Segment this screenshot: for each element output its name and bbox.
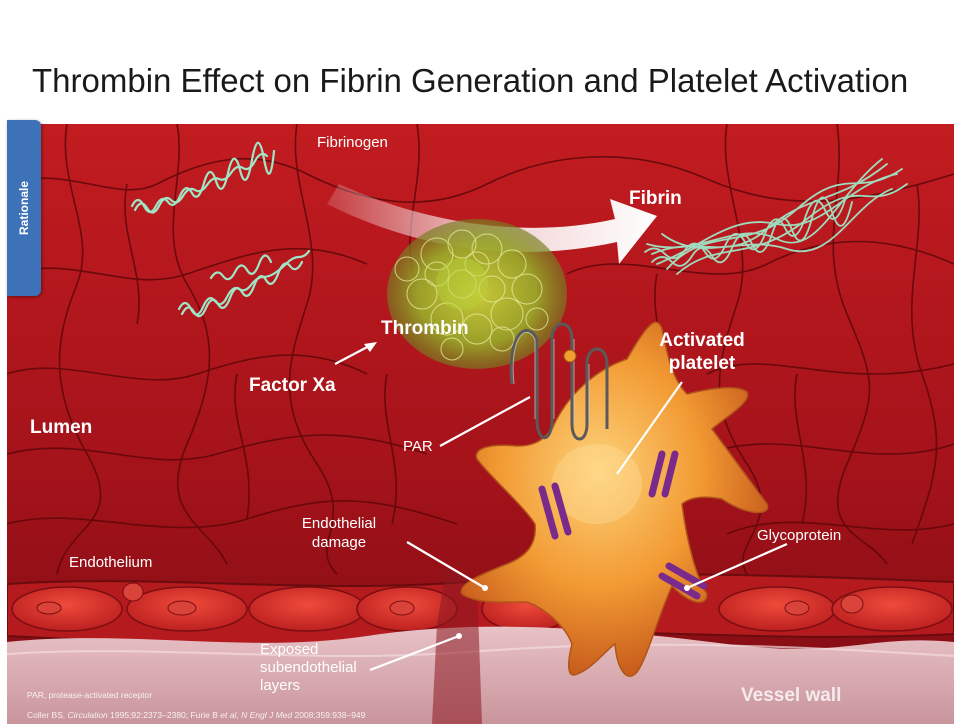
exposed-pointer-dot xyxy=(456,633,462,639)
illustration-svg xyxy=(7,124,954,724)
footnote-references: Coller BS. Circulation 1995;92:2373–2380… xyxy=(27,710,365,720)
par-binding-site xyxy=(564,350,576,362)
label-vessel-wall: Vessel wall xyxy=(741,685,841,707)
label-endothelial-damage: Endothelial damage xyxy=(289,514,389,552)
illustration: Fibrinogen Fibrin Thrombin Factor Xa Act… xyxy=(7,124,954,724)
label-factor-xa: Factor Xa xyxy=(249,375,336,397)
glycoprotein-pointer-dot xyxy=(684,585,690,591)
label-glycoprotein: Glycoprotein xyxy=(757,527,841,544)
label-par: PAR xyxy=(403,438,433,455)
label-lumen: Lumen xyxy=(30,417,92,439)
label-fibrin: Fibrin xyxy=(629,188,682,210)
rationale-tab: Rationale xyxy=(7,120,41,296)
thrombin-molecule xyxy=(387,219,567,369)
damage-pointer-dot xyxy=(482,585,488,591)
label-fibrinogen: Fibrinogen xyxy=(317,134,388,151)
label-endothelium: Endothelium xyxy=(69,554,152,571)
footnote-abbreviation: PAR, protease-activated receptor xyxy=(27,690,152,700)
label-exposed-subendothelial: Exposed subendothelial layers xyxy=(260,641,357,695)
label-activated-platelet: Activated platelet xyxy=(647,329,757,375)
slide-title: Thrombin Effect on Fibrin Generation and… xyxy=(32,62,908,100)
label-thrombin: Thrombin xyxy=(381,318,469,340)
rationale-tab-label: Rationale xyxy=(17,181,31,235)
